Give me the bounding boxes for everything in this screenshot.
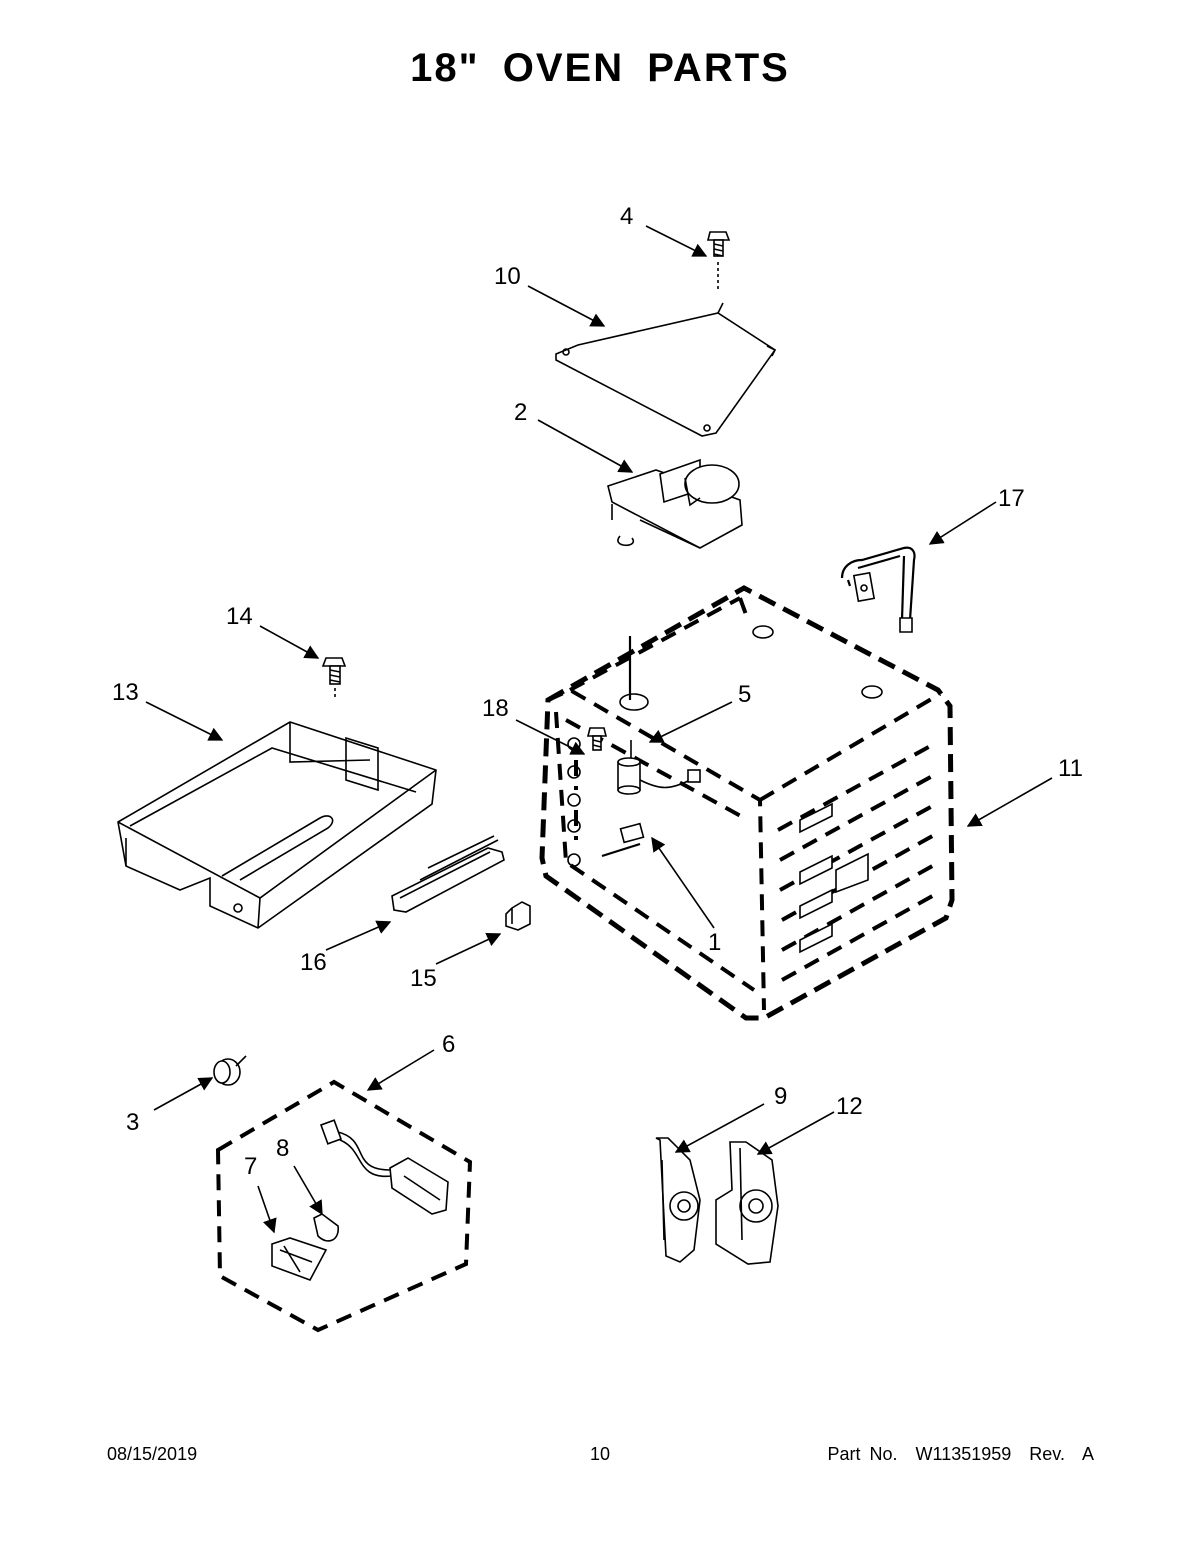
callout-17: 17 xyxy=(998,485,1025,512)
part-11-oven-cavity xyxy=(539,585,955,1021)
callout-11: 11 xyxy=(1058,755,1083,782)
part-9-hinge xyxy=(655,1137,701,1263)
part-16-burner xyxy=(391,835,505,913)
part-5-igniter xyxy=(617,740,701,795)
callout-4: 4 xyxy=(620,203,633,230)
part-18-screw xyxy=(586,727,608,751)
callout-3: 3 xyxy=(126,1109,139,1136)
part-13-burner-box xyxy=(117,721,437,929)
callout-labels: 1 2 3 4 5 6 7 8 9 10 11 12 13 14 15 16 1… xyxy=(112,203,1083,1180)
part-15-bracket xyxy=(505,901,531,931)
callout-16: 16 xyxy=(300,949,327,976)
callout-5: 5 xyxy=(738,681,751,708)
callout-8: 8 xyxy=(276,1135,289,1162)
callout-10: 10 xyxy=(494,263,521,290)
footer-date: 08/15/2019 xyxy=(107,1444,198,1464)
callout-1: 1 xyxy=(708,929,721,956)
part-17-tube xyxy=(840,546,916,633)
page-title: 18" OVEN PARTS xyxy=(410,46,790,90)
callout-14: 14 xyxy=(226,603,253,630)
part-12-hinge xyxy=(715,1141,779,1265)
part-14-screw xyxy=(321,657,347,700)
callout-2: 2 xyxy=(514,399,527,426)
part-4-screw xyxy=(706,231,731,290)
callout-7: 7 xyxy=(244,1153,257,1180)
callout-18: 18 xyxy=(482,695,509,722)
callout-leaders xyxy=(145,225,1053,1234)
part-3-knob xyxy=(213,1055,247,1086)
callout-9: 9 xyxy=(774,1083,787,1110)
callout-15: 15 xyxy=(410,965,437,992)
callout-12: 12 xyxy=(836,1093,863,1120)
part-6-light-kit xyxy=(215,1079,473,1333)
footer-page-number: 10 xyxy=(589,1444,611,1464)
callout-13: 13 xyxy=(112,679,139,706)
footer-part-number: Part No. W11351959 Rev. A xyxy=(827,1444,1094,1464)
part-10-bracket-plate xyxy=(555,302,777,437)
part-1-igniter-bracket xyxy=(601,822,645,858)
part-2-valve xyxy=(607,458,743,549)
callout-6: 6 xyxy=(442,1031,455,1058)
